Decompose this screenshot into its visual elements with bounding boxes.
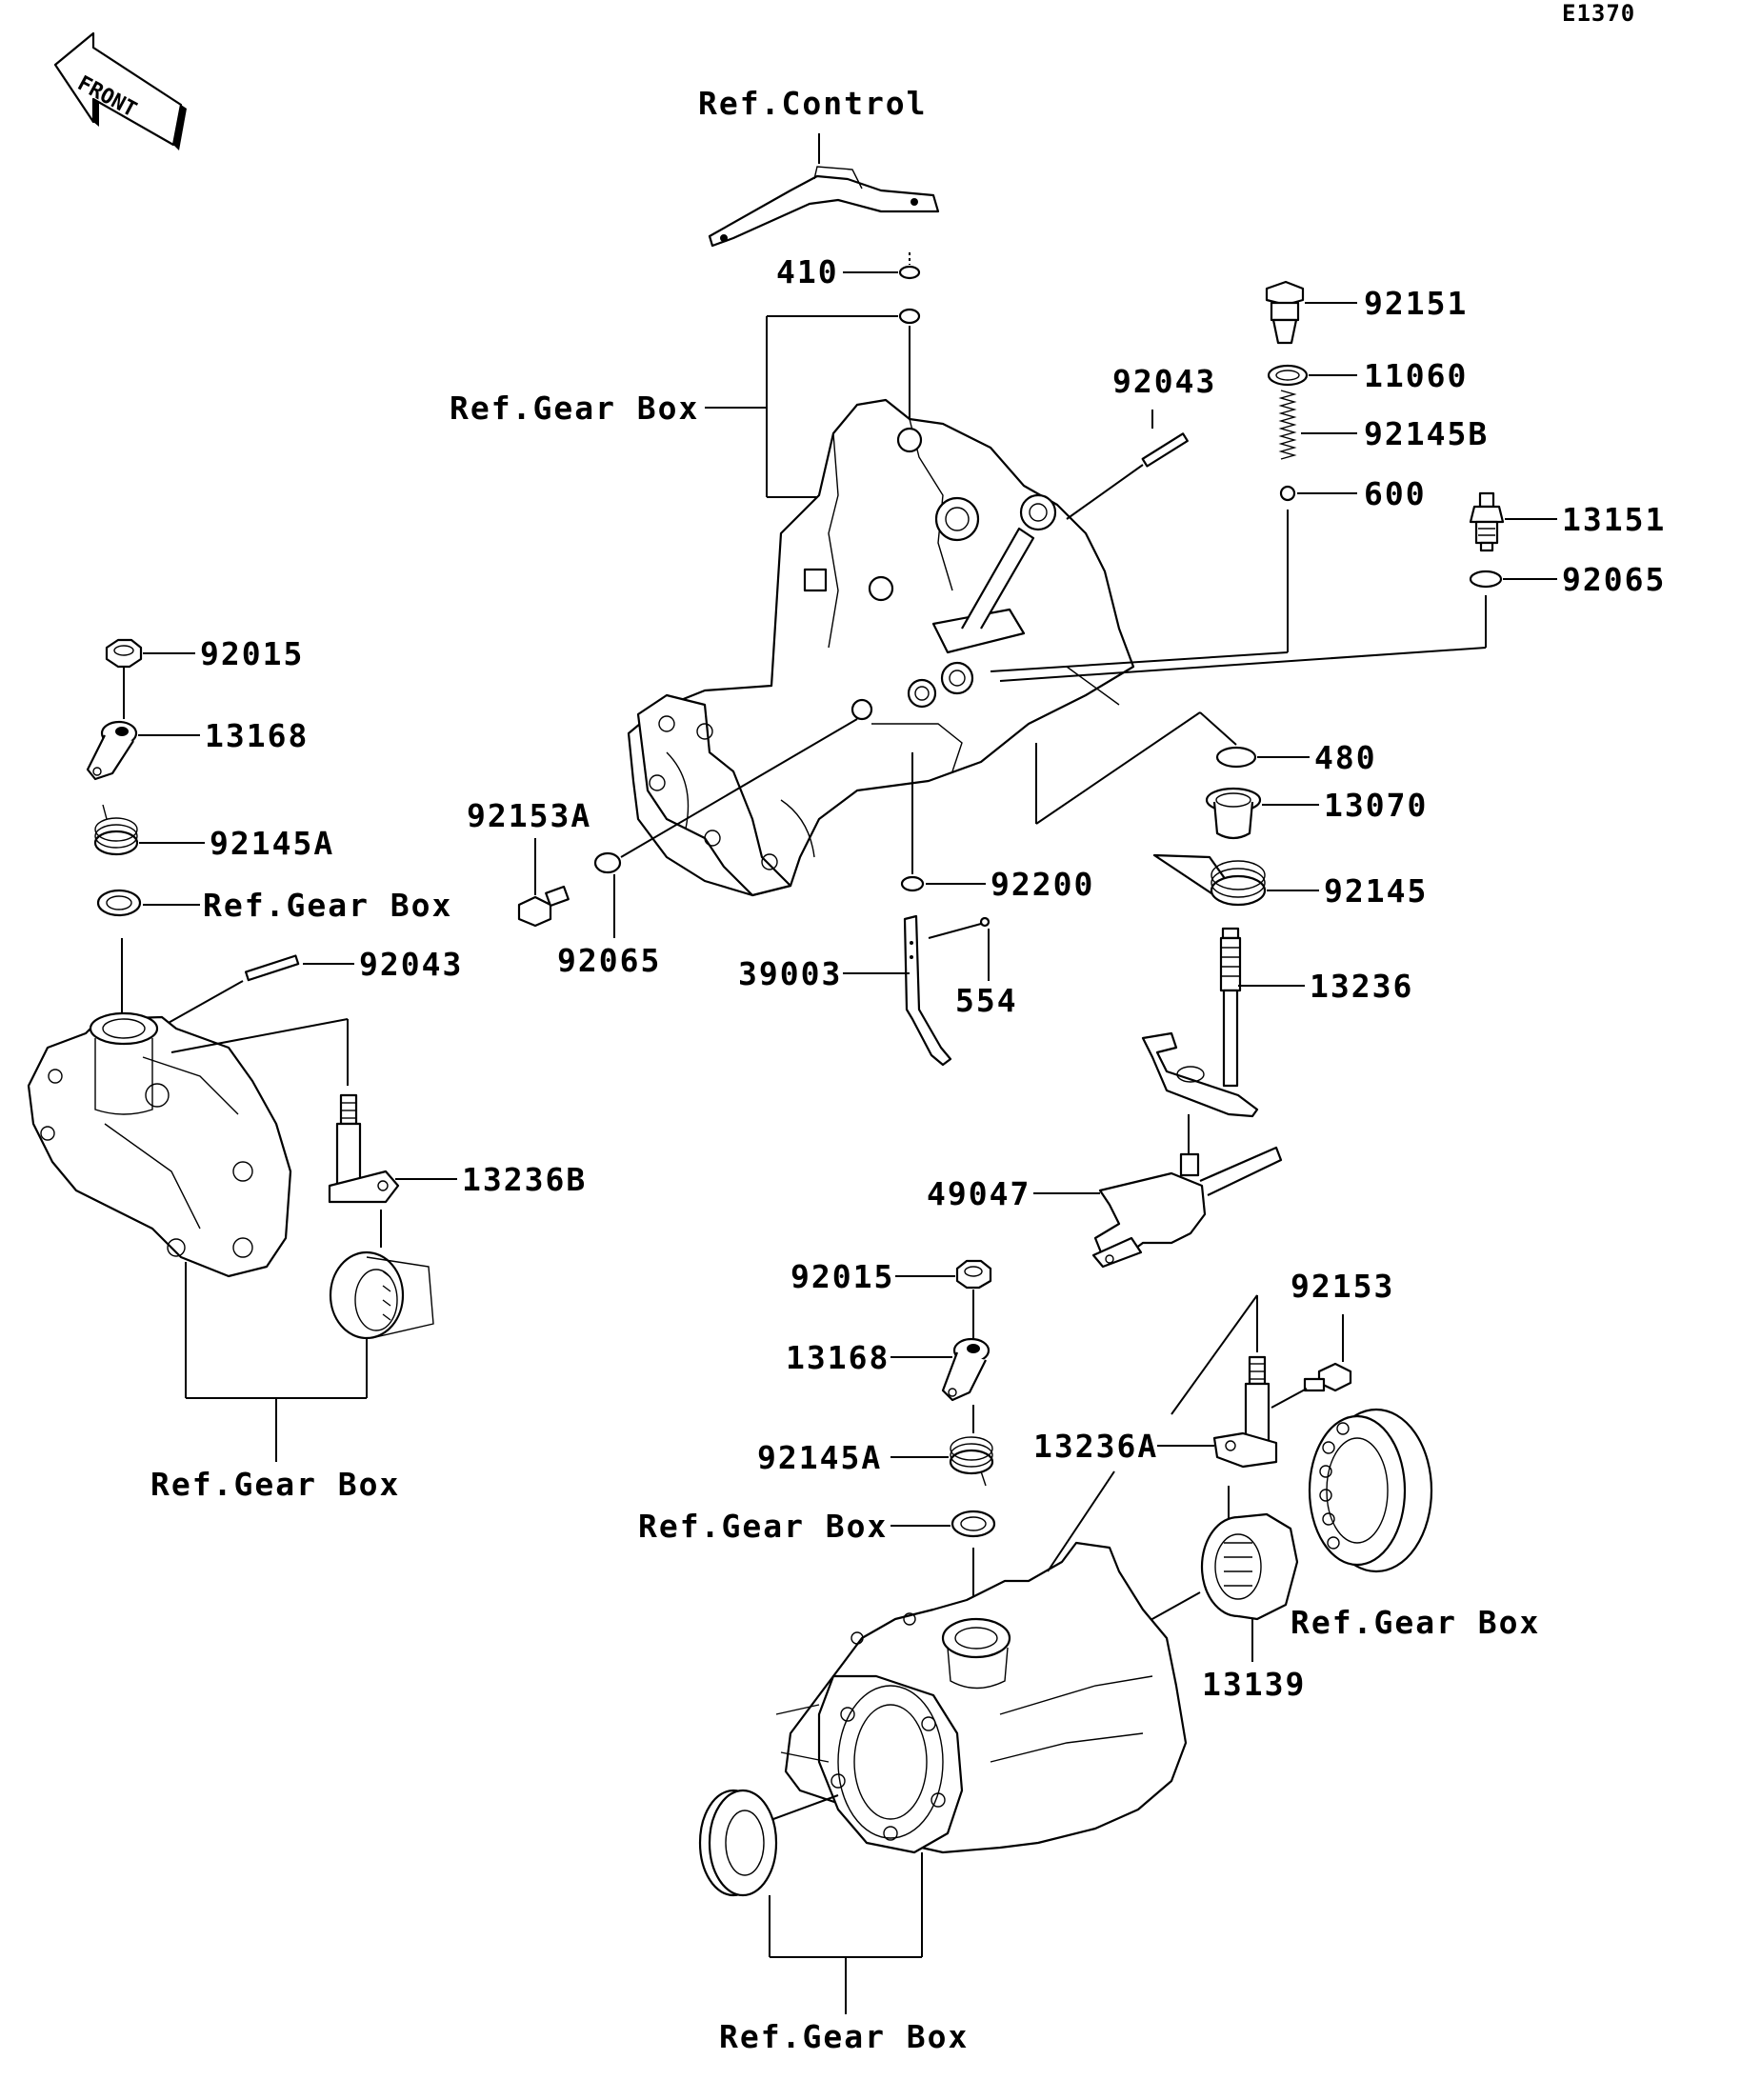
spring-92145 (1152, 853, 1267, 907)
label-13236B: 13236B (462, 1161, 587, 1198)
label-ref-gear-box-lower-seal: Ref.Gear Box (638, 1508, 888, 1545)
gear-13139 (1200, 1512, 1299, 1621)
gasket-11060 (1267, 364, 1309, 387)
label-92043-top: 92043 (1112, 363, 1216, 400)
pin-92043-left (244, 954, 300, 982)
nut-top (898, 308, 921, 325)
label-92065-mid: 92065 (557, 942, 661, 979)
label-ref-control: Ref.Control (698, 85, 928, 122)
pin-554 (928, 916, 991, 939)
label-92153: 92153 (1291, 1268, 1394, 1305)
switch-13151 (1469, 491, 1505, 552)
front-arrow-icon: FRONT (53, 31, 187, 150)
shaft-13236A (1171, 1294, 1278, 1469)
label-92151: 92151 (1364, 285, 1468, 322)
label-ref-gear-box-left-bottom: Ref.Gear Box (150, 1466, 400, 1503)
label-13168-left: 13168 (205, 717, 309, 754)
label-13151: 13151 (1562, 501, 1666, 538)
spring-92145A-lower (949, 1436, 994, 1487)
fork-49047 (1091, 1146, 1283, 1269)
pin-92043-top (1141, 432, 1189, 468)
circlip-480 (1215, 746, 1257, 769)
label-410: 410 (776, 253, 839, 290)
label-92015-lower: 92015 (790, 1258, 894, 1295)
lever-13168-left (86, 720, 138, 781)
label-92043-left: 92043 (359, 946, 463, 983)
left-housing (27, 1011, 292, 1278)
label-13236A: 13236A (1033, 1428, 1158, 1465)
label-92015-left: 92015 (200, 635, 304, 672)
label-ref-gear-box-left-seal: Ref.Gear Box (203, 887, 452, 924)
rod-39003 (903, 914, 952, 1067)
nut-92015-lower (955, 1259, 992, 1290)
label-13236: 13236 (1310, 968, 1413, 1005)
lever-13168-lower (941, 1337, 991, 1402)
label-92153A: 92153A (467, 797, 591, 834)
label-39003: 39003 (738, 955, 842, 992)
oil-seal-lower (698, 1789, 778, 1897)
label-ref-gear-box-top: Ref.Gear Box (450, 390, 699, 427)
label-ref-gear-box-bearing: Ref.Gear Box (1291, 1604, 1540, 1641)
bolt-92153A (517, 885, 570, 928)
label-13168-lower: 13168 (786, 1339, 890, 1376)
bearing (1308, 1408, 1433, 1573)
bushing-13070 (1205, 787, 1262, 840)
diagram-id: E1370 (1562, 0, 1635, 27)
label-13070: 13070 (1324, 787, 1428, 824)
shaft-13236 (1141, 927, 1259, 1118)
label-ref-gear-box-bottom: Ref.Gear Box (719, 2018, 969, 2055)
washer-410 (898, 265, 921, 280)
ball-600 (1279, 485, 1296, 502)
washer-92065-right (1469, 570, 1503, 589)
lower-housing (775, 1541, 1188, 1854)
label-49047: 49047 (927, 1175, 1031, 1212)
seal-lower (951, 1510, 996, 1538)
label-92145B: 92145B (1364, 415, 1489, 452)
bolt-92153 (1303, 1362, 1352, 1392)
plug-92151 (1265, 280, 1305, 345)
label-13139: 13139 (1202, 1666, 1306, 1703)
main-gear-case (627, 398, 1135, 897)
label-554: 554 (955, 982, 1018, 1019)
label-92065-right: 92065 (1562, 561, 1666, 598)
label-92145: 92145 (1324, 872, 1428, 910)
spring-92145B (1278, 390, 1297, 460)
label-600: 600 (1364, 475, 1427, 512)
label-92145A-left: 92145A (210, 825, 334, 862)
label-92145A-lower: 92145A (757, 1439, 882, 1476)
washer-92065-mid (593, 851, 622, 874)
shaft-13236B (328, 1093, 400, 1204)
washer-92200 (900, 875, 925, 892)
label-11060: 11060 (1364, 357, 1468, 394)
gear-left (329, 1250, 434, 1340)
label-92200: 92200 (991, 866, 1094, 903)
control-bracket (708, 166, 940, 248)
label-480: 480 (1314, 739, 1377, 776)
nut-92015-left (105, 638, 143, 669)
spring-92145A-left (93, 804, 139, 856)
seal-left (96, 889, 142, 917)
